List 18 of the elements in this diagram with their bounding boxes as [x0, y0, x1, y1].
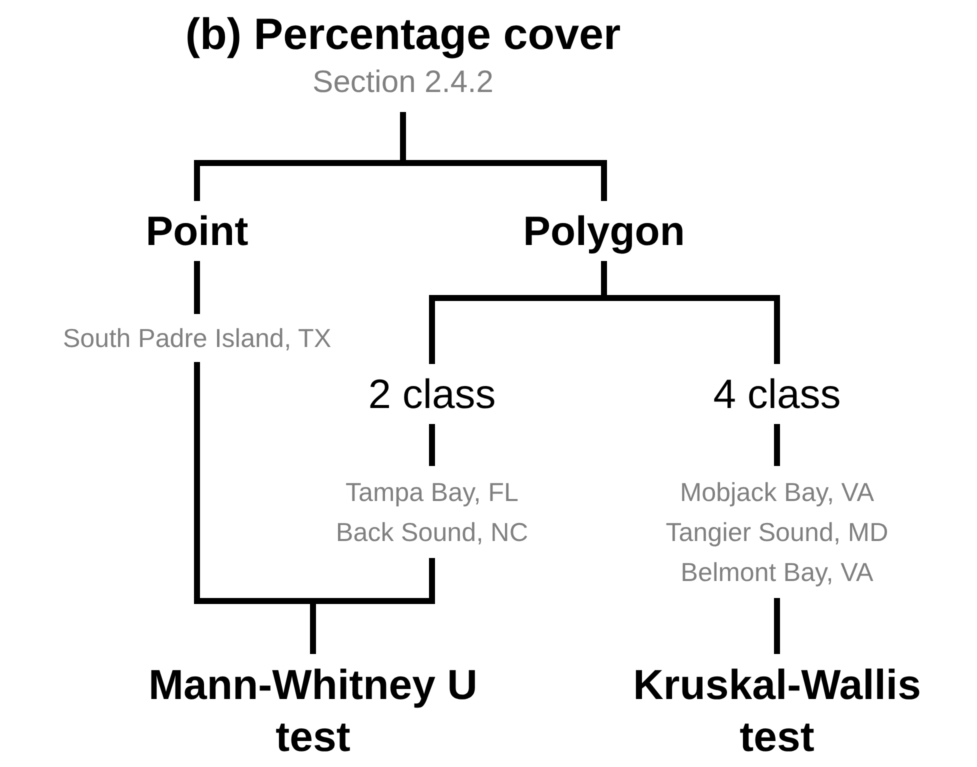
site-label: Tampa Bay, FL: [346, 476, 518, 509]
category-label: Point: [146, 207, 248, 255]
category-label: Polygon: [523, 207, 685, 255]
connector-line: [194, 261, 200, 314]
class-label: 2 class: [368, 370, 496, 418]
class-label: 4 class: [713, 370, 841, 418]
test-label: Mann-Whitney U test: [148, 660, 478, 762]
connector-line: [429, 424, 435, 466]
site-label: Mobjack Bay, VA: [680, 476, 874, 509]
site-label: Tangier Sound, MD: [666, 516, 888, 549]
connector-line: [774, 598, 780, 654]
site-label: South Padre Island, TX: [62, 322, 332, 355]
site-label: Back Sound, NC: [336, 516, 528, 549]
heading-label: (b) Percentage cover: [185, 9, 621, 61]
connector-line: [774, 424, 780, 466]
test-label: Kruskal-Wallis test: [632, 660, 922, 762]
site-label: Belmont Bay, VA: [680, 556, 874, 589]
section-reference: Section 2.4.2: [312, 63, 494, 101]
